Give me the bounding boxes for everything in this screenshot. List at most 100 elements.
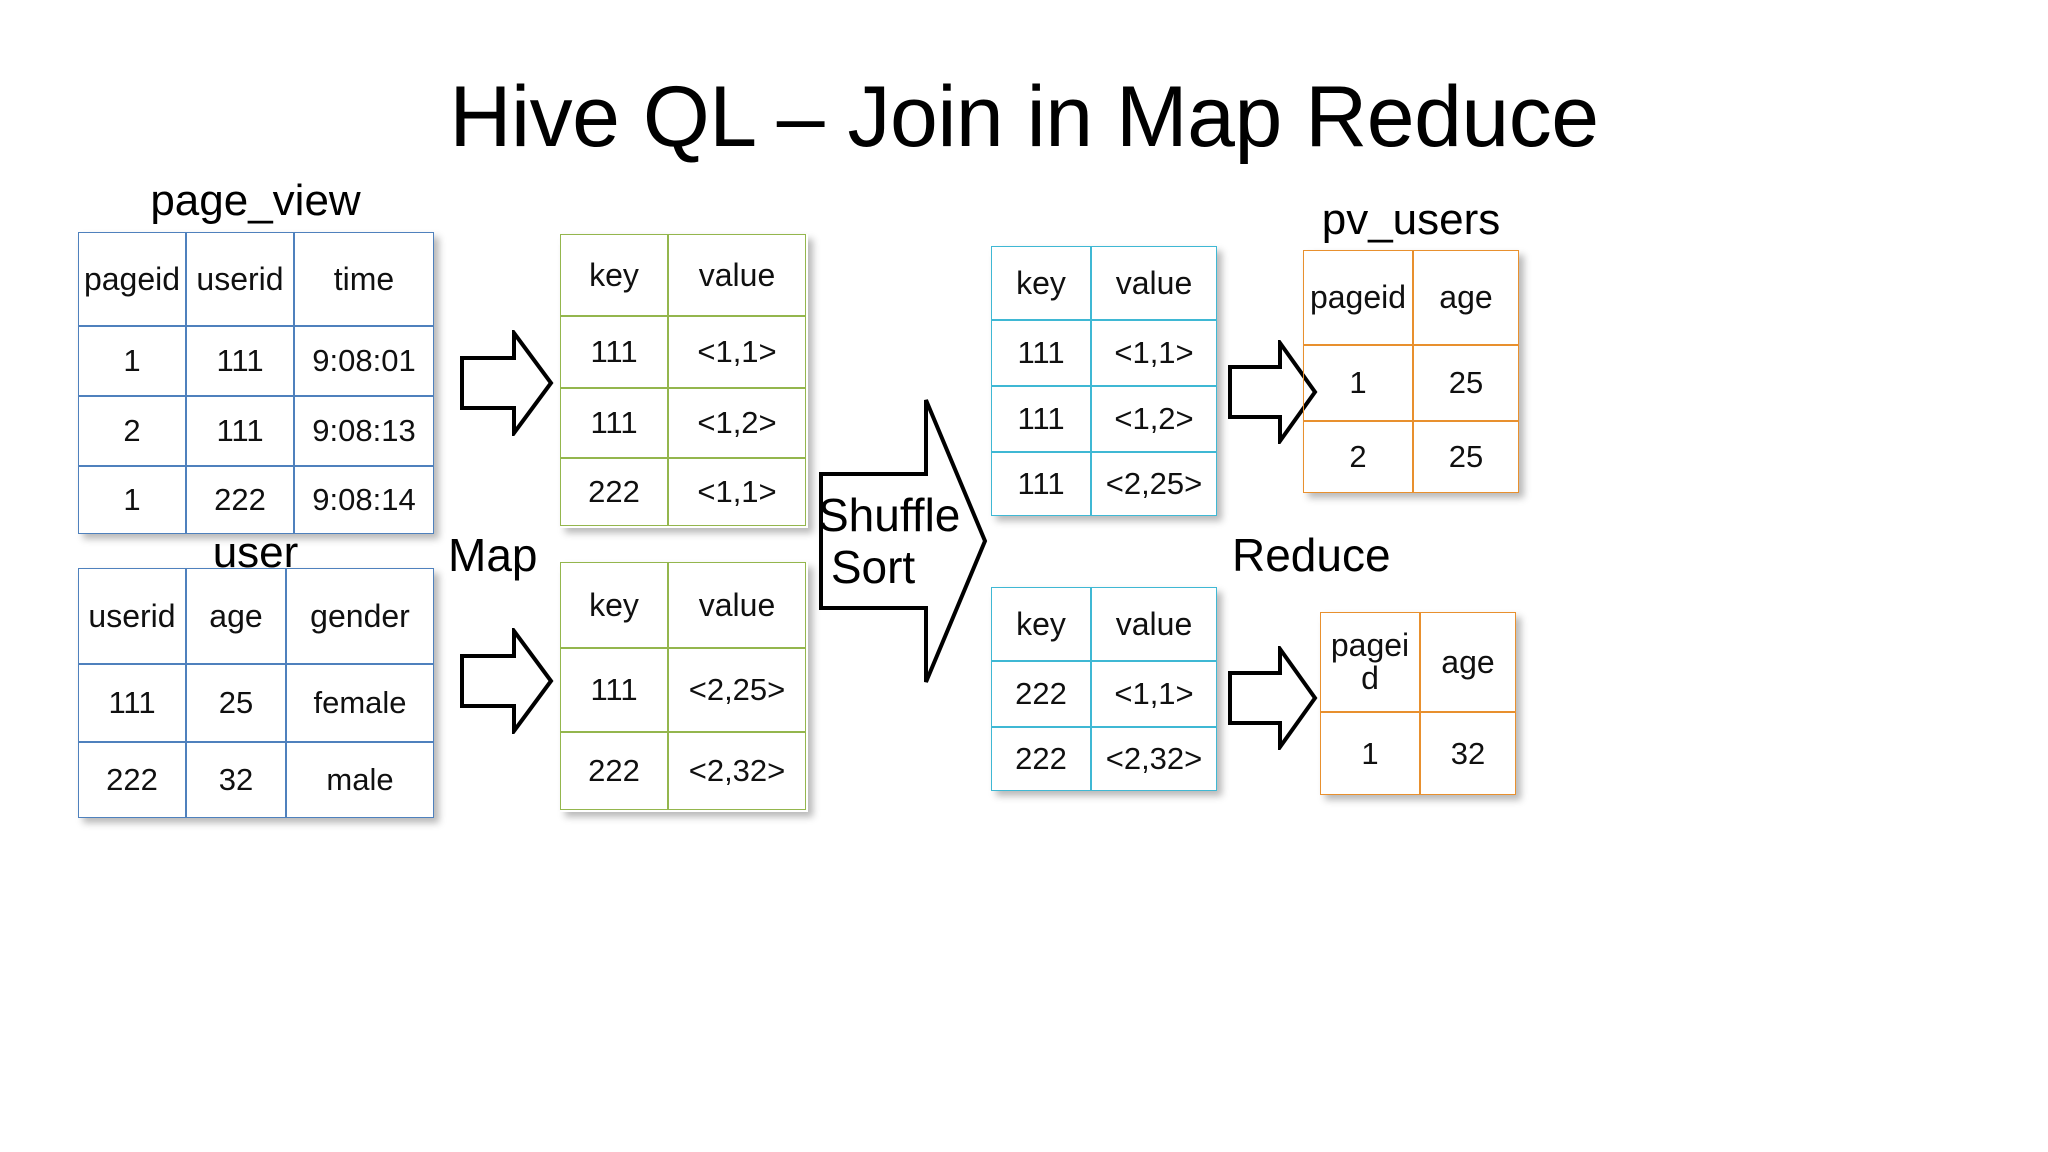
user-cell-text: 25 xyxy=(218,685,254,721)
shuffle-111-header-cell: value xyxy=(1091,246,1217,320)
map-out-pv-cell: 222 xyxy=(560,458,668,526)
page-view-cell-text: 9:08:14 xyxy=(312,482,416,518)
reduce-222-header-cell: pageid xyxy=(1320,612,1420,712)
reduce-222-cell-text: 32 xyxy=(1450,735,1486,771)
reduce-111-cell: 1 xyxy=(1303,345,1413,421)
shuffle-222-cell: <1,1> xyxy=(1091,661,1217,727)
map-out-pv-cell: 111 xyxy=(560,316,668,388)
shuffle-222-cell-text: <1,1> xyxy=(1114,676,1194,712)
page-view-table-label: page_view xyxy=(150,176,361,225)
page-view-header-cell: time xyxy=(294,232,434,326)
user-cell: 111 xyxy=(78,664,186,742)
shuffle-111-cell: 111 xyxy=(991,386,1091,452)
map-out-user-header-cell: key xyxy=(560,562,668,648)
user-header-cell: gender xyxy=(286,568,434,664)
shuffle-222-cell: 222 xyxy=(991,727,1091,791)
map-out-pv-cell-text: 111 xyxy=(590,334,638,370)
shuffle-sort-label: Shuffle Sort xyxy=(818,489,961,593)
reduce-111-header-text: age xyxy=(1439,279,1493,316)
user-cell: 32 xyxy=(186,742,286,818)
map-stage-label: Map xyxy=(448,529,538,581)
page-view-cell: 1 xyxy=(78,326,186,396)
shuffle-222-cell-text: 222 xyxy=(1015,741,1067,777)
user-header-text: gender xyxy=(310,597,410,634)
shuffle-222-header-text: value xyxy=(1115,605,1193,642)
page-view-cell: 111 xyxy=(186,326,294,396)
reduce-222-header-text: age xyxy=(1441,643,1495,680)
user-cell: 25 xyxy=(186,664,286,742)
map-out-user-cell-text: 111 xyxy=(590,672,638,708)
shuffle-111-cell: <2,25> xyxy=(1091,452,1217,516)
reduce-111-cell-text: 25 xyxy=(1448,439,1484,475)
user-cell: female xyxy=(286,664,434,742)
reduce-stage-label: Reduce xyxy=(1232,529,1391,581)
map-out-user-cell: 222 xyxy=(560,732,668,810)
user-header-cell: age xyxy=(186,568,286,664)
page-view-cell-text: 9:08:01 xyxy=(312,343,416,379)
reduce-111-header-cell: age xyxy=(1413,250,1519,345)
map-out-user-cell-text: 222 xyxy=(588,753,640,789)
shuffle-111-cell: 111 xyxy=(991,452,1091,516)
reduce-111-cell: 2 xyxy=(1303,421,1413,493)
map-out-pv-cell-text: <1,2> xyxy=(697,405,777,441)
reduce-111-cell-text: 25 xyxy=(1448,365,1484,401)
shuffle-111-cell-text: 111 xyxy=(1017,335,1065,371)
shuffle-label-line1: Shuffle xyxy=(818,489,961,541)
reduce-111-cell-text: 2 xyxy=(1349,439,1367,475)
page-view-header-text: pageid xyxy=(83,260,181,297)
user-header-text: userid xyxy=(88,597,176,634)
page-view-cell: 9:08:14 xyxy=(294,466,434,534)
map-out-pv-header-text: value xyxy=(698,256,776,293)
page-view-cell-text: 111 xyxy=(216,413,264,449)
page-title: Hive QL – Join in Map Reduce xyxy=(449,69,1599,165)
map-out-pv-cell: <1,1> xyxy=(668,316,806,388)
user-cell: male xyxy=(286,742,434,818)
reduce-111-cell: 25 xyxy=(1413,345,1519,421)
map-output-page-view-table: key value 111 <1,1> 111 <1,2> 222 <1,1> xyxy=(560,234,808,528)
page-view-header-cell: pageid xyxy=(78,232,186,326)
page-view-cell: 9:08:01 xyxy=(294,326,434,396)
reduce-arrow-top xyxy=(1226,340,1318,444)
reduce-222-header-text: pageid xyxy=(1330,627,1410,696)
map-out-pv-cell-text: 222 xyxy=(588,474,640,510)
map-out-user-header-cell: value xyxy=(668,562,806,648)
map-out-pv-header-text: key xyxy=(589,256,639,293)
shuffle-111-header-text: key xyxy=(1016,264,1066,301)
shuffle-111-cell: <1,1> xyxy=(1091,320,1217,386)
map-out-pv-cell: 111 xyxy=(560,388,668,458)
shuffle-222-cell-text: 222 xyxy=(1015,676,1067,712)
map-arrow-top xyxy=(458,330,554,436)
map-out-pv-cell: <1,1> xyxy=(668,458,806,526)
user-cell: 222 xyxy=(78,742,186,818)
pv-users-222-table: pageid age 1 32 xyxy=(1320,612,1516,795)
page-view-cell-text: 111 xyxy=(216,343,264,379)
shuffle-111-cell: 111 xyxy=(991,320,1091,386)
shuffle-111-cell-text: <1,1> xyxy=(1114,335,1194,371)
user-header-cell: userid xyxy=(78,568,186,664)
map-out-pv-cell-text: <1,1> xyxy=(697,474,777,510)
page-view-cell-text: 9:08:13 xyxy=(312,413,416,449)
shuffle-222-header-text: key xyxy=(1016,605,1066,642)
user-cell-text: 32 xyxy=(218,762,254,798)
map-out-pv-cell-text: 111 xyxy=(590,405,638,441)
reduce-222-cell-text: 1 xyxy=(1361,735,1379,771)
page-view-cell: 9:08:13 xyxy=(294,396,434,466)
map-out-user-header-text: key xyxy=(589,586,639,623)
page-view-cell-text: 1 xyxy=(123,482,141,518)
user-header-text: age xyxy=(209,597,263,634)
user-cell-text: female xyxy=(313,685,407,721)
user-cell-text: 111 xyxy=(108,685,156,721)
page-view-header-cell: userid xyxy=(186,232,294,326)
shuffle-222-header-cell: value xyxy=(1091,587,1217,661)
map-out-user-header-text: value xyxy=(698,586,776,623)
page-view-cell-text: 222 xyxy=(214,482,266,518)
map-out-pv-header-cell: value xyxy=(668,234,806,316)
page-view-cell-text: 1 xyxy=(123,343,141,379)
shuffle-111-header-cell: key xyxy=(991,246,1091,320)
reduce-111-cell: 25 xyxy=(1413,421,1519,493)
